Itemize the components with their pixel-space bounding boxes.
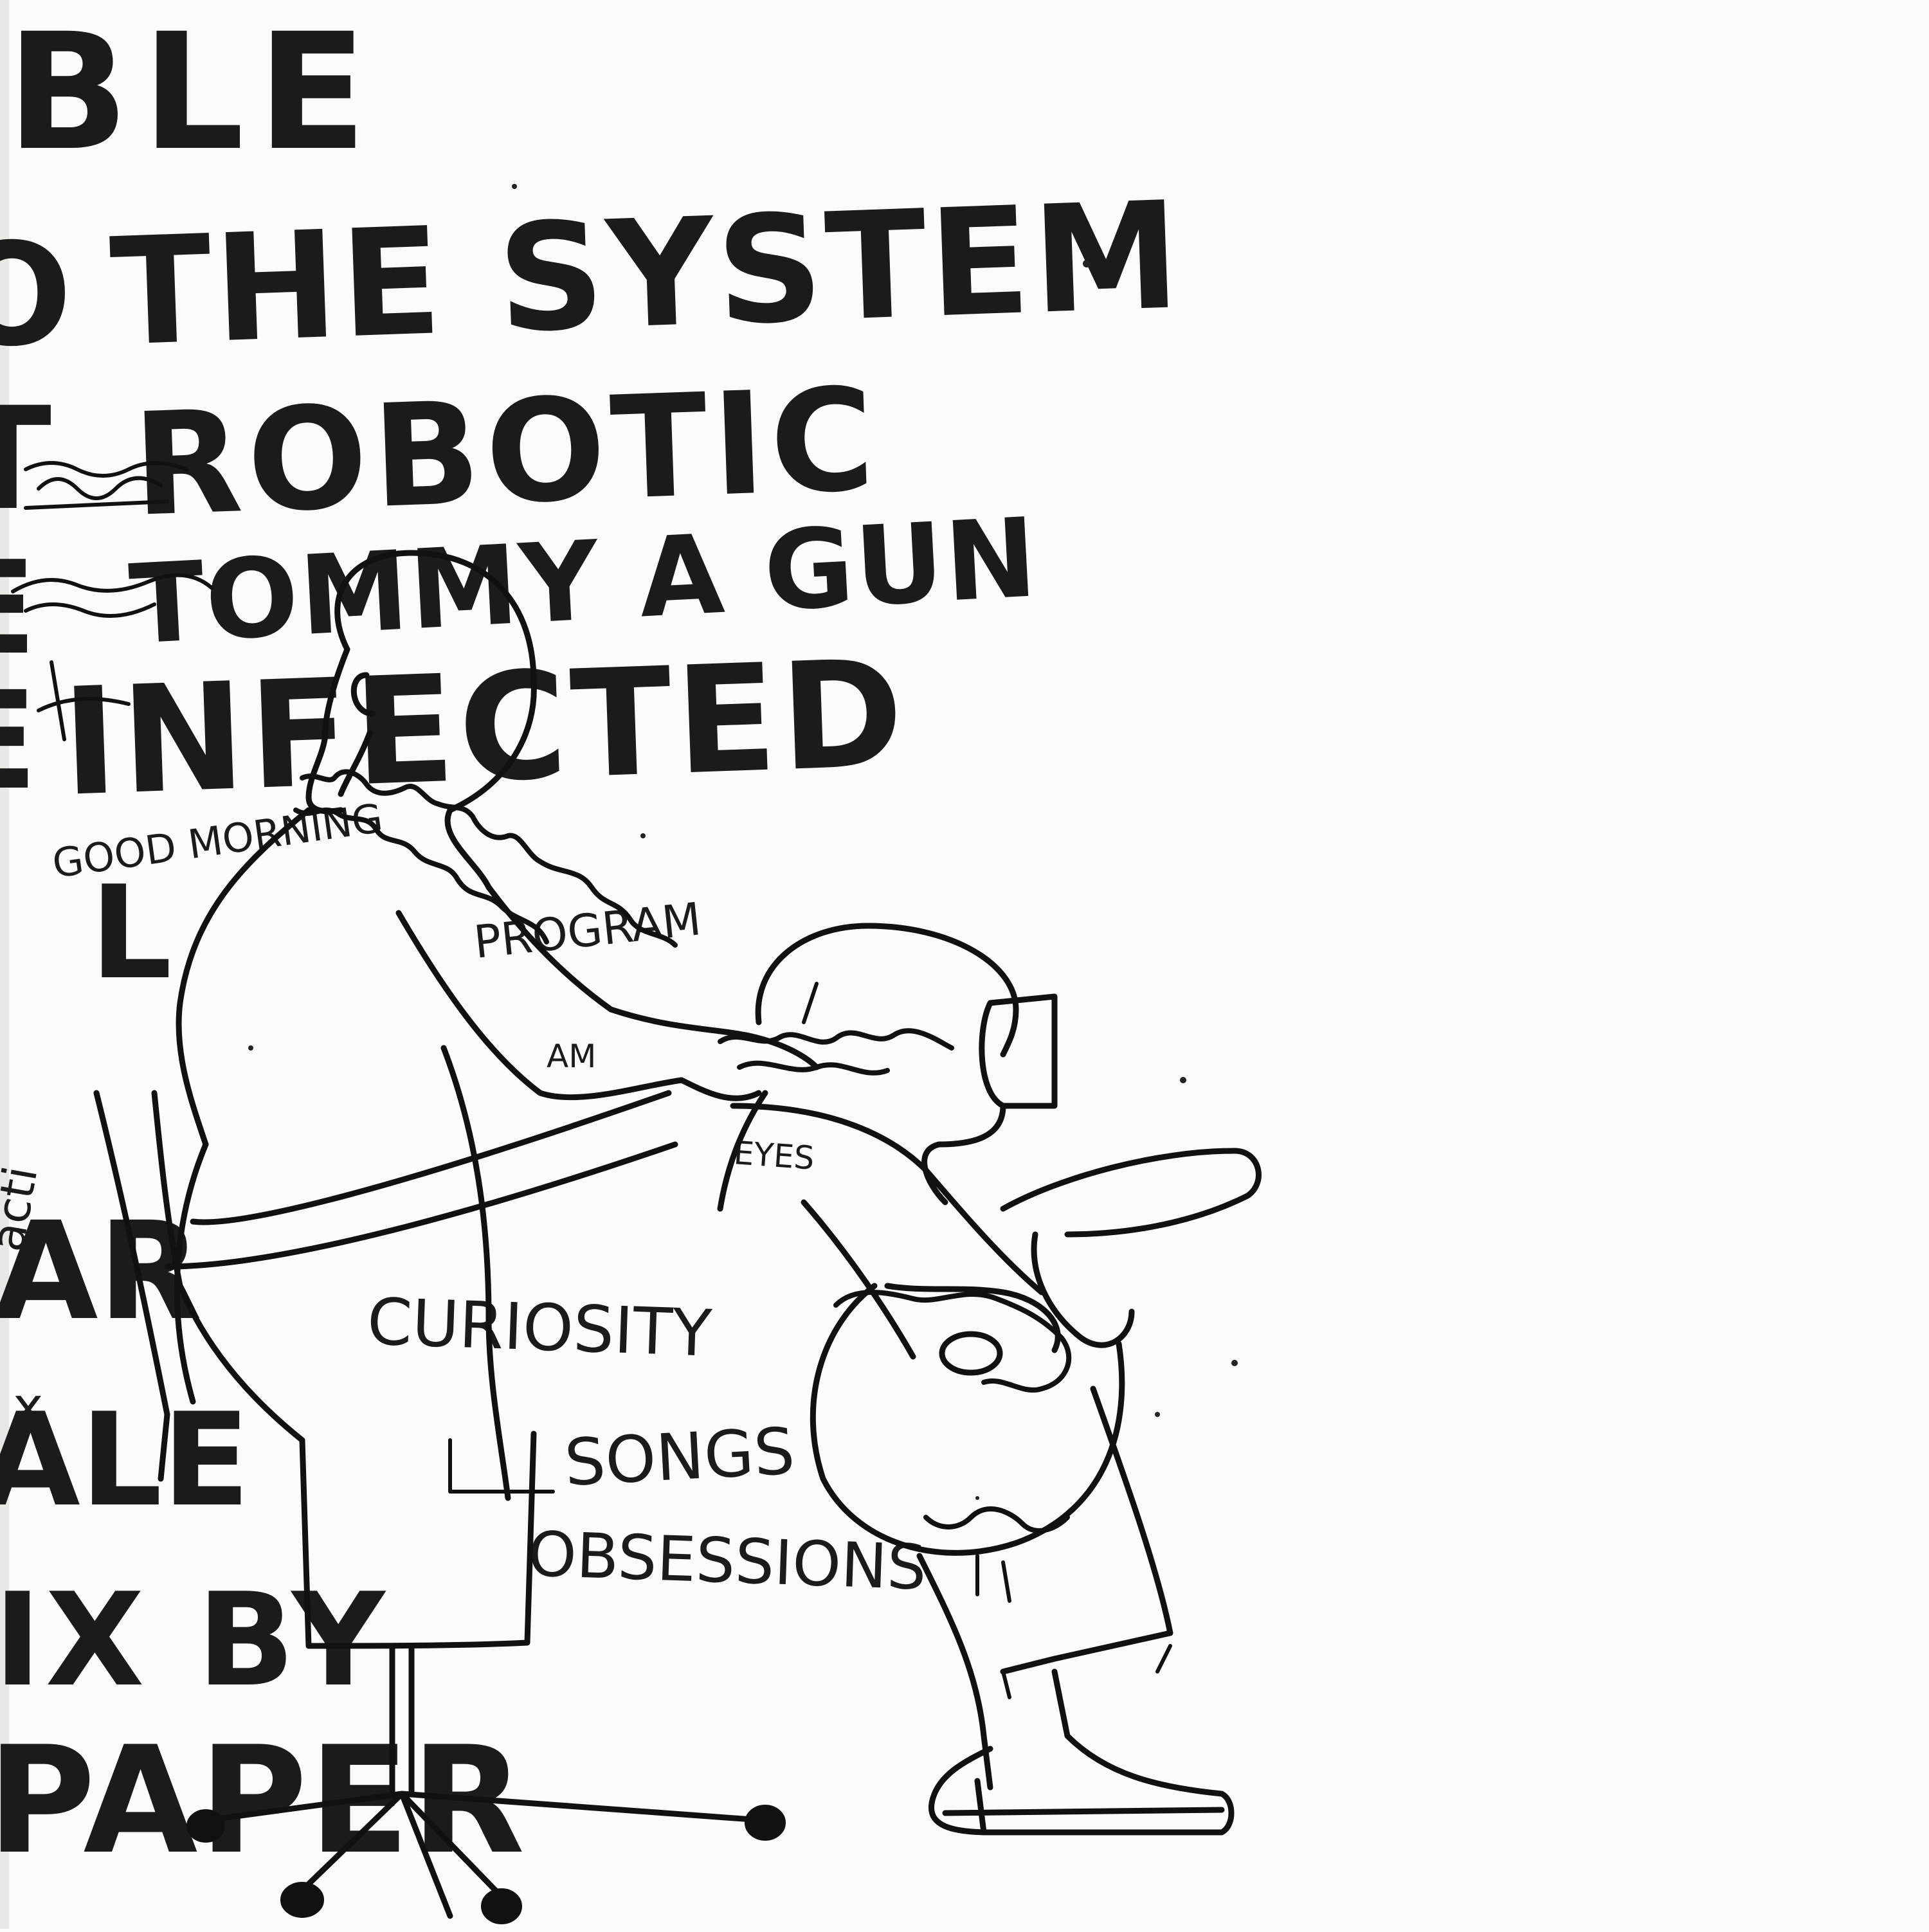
boy-belly-scribble xyxy=(833,1290,1072,1393)
boy-arm-upper xyxy=(801,1199,916,1360)
note-x: x xyxy=(13,1377,43,1436)
speck-5 xyxy=(248,1045,253,1051)
speck-7 xyxy=(640,833,646,838)
boy-lower-body xyxy=(810,1283,1125,1556)
man-jaw xyxy=(338,730,373,797)
note-songs: SONGS xyxy=(563,1413,797,1501)
speck-3 xyxy=(1231,1360,1238,1366)
boy-leg-back xyxy=(916,1553,993,1791)
man-head-outline xyxy=(334,550,537,890)
chair-wheel-3 xyxy=(481,1888,522,1924)
man-lap-chair-block xyxy=(151,1090,537,1649)
note-program: PROGRAM xyxy=(471,892,703,969)
note-am: AM xyxy=(547,1038,596,1075)
note-obsessions: OBSESSIONS xyxy=(527,1518,927,1604)
man-upper-arm-bottom xyxy=(395,910,685,1101)
man-back xyxy=(176,807,312,1148)
paddle-upper xyxy=(1000,1148,1262,1238)
man-hand xyxy=(678,1032,820,1101)
left-edge-shadow xyxy=(0,0,9,1929)
stray-stroke-head xyxy=(802,982,819,1024)
chair-wheel-1 xyxy=(280,1882,324,1918)
text-ix-by: IX BY xyxy=(0,1566,389,1715)
note-eyes: EYES xyxy=(732,1134,815,1177)
speck-6 xyxy=(512,184,517,189)
text-infected: INFECTED xyxy=(60,628,910,829)
boy-lower-scribble xyxy=(923,1506,1070,1533)
scribble-cord-1 xyxy=(300,769,678,948)
scribbled-text-1 xyxy=(24,461,188,510)
speck-2 xyxy=(1180,1077,1186,1083)
boy-goggle-strap xyxy=(718,1028,954,1076)
text-robotic: ROBOTIC xyxy=(131,357,882,548)
chair-base-legs xyxy=(209,1791,756,1919)
boy-leg-front xyxy=(1000,1386,1173,1675)
scribbled-mark-j xyxy=(37,660,131,741)
edge-fragment-ale: ALE xyxy=(0,1386,250,1535)
boy-forearm xyxy=(884,1283,1061,1353)
edge-fragment-l: L xyxy=(90,858,172,1008)
text-the-system: THE SYSTEM xyxy=(108,170,1186,379)
boy-figure xyxy=(717,923,1262,1836)
scribbled-text-2 xyxy=(11,573,214,618)
man-face-profile xyxy=(305,646,350,815)
scribble-cord-2 xyxy=(293,808,549,944)
boy-helmet xyxy=(755,923,1019,1058)
man-torso-front xyxy=(440,1045,511,1501)
edge-fragment-t: T xyxy=(0,377,51,541)
arrow-to-songs xyxy=(448,1438,555,1494)
speck-8 xyxy=(975,1496,979,1500)
chair-wheel-4 xyxy=(186,1809,225,1843)
chair-stem xyxy=(389,1643,415,1797)
seated-man-figure xyxy=(93,550,820,1924)
edge-fragment-e-2: E xyxy=(0,662,37,820)
speck-4 xyxy=(1155,1412,1160,1417)
man-forearm xyxy=(164,1090,678,1270)
chair-back xyxy=(93,1090,170,1482)
boy-hand-circle xyxy=(939,1331,1003,1376)
boy-shoulder xyxy=(730,1103,1045,1296)
boy-shoe-sole xyxy=(942,1778,1225,1836)
speck-1 xyxy=(1083,260,1091,267)
chair-wheel-2 xyxy=(745,1805,786,1841)
note-curiosity: CURIOSITY xyxy=(366,1284,714,1371)
text-ble: BLE xyxy=(6,0,380,186)
paddle-lower xyxy=(1031,1231,1135,1348)
man-ear xyxy=(350,672,376,717)
stray-strokes xyxy=(975,1554,1011,1603)
man-upper-arm-top xyxy=(485,884,749,1038)
text-paper: PAPER xyxy=(0,1715,526,1887)
boy-pant-hem xyxy=(1001,1644,1172,1699)
boy-shoe xyxy=(928,1668,1235,1836)
boy-face xyxy=(921,1103,1006,1205)
edge-fragment-o: O xyxy=(0,213,72,377)
